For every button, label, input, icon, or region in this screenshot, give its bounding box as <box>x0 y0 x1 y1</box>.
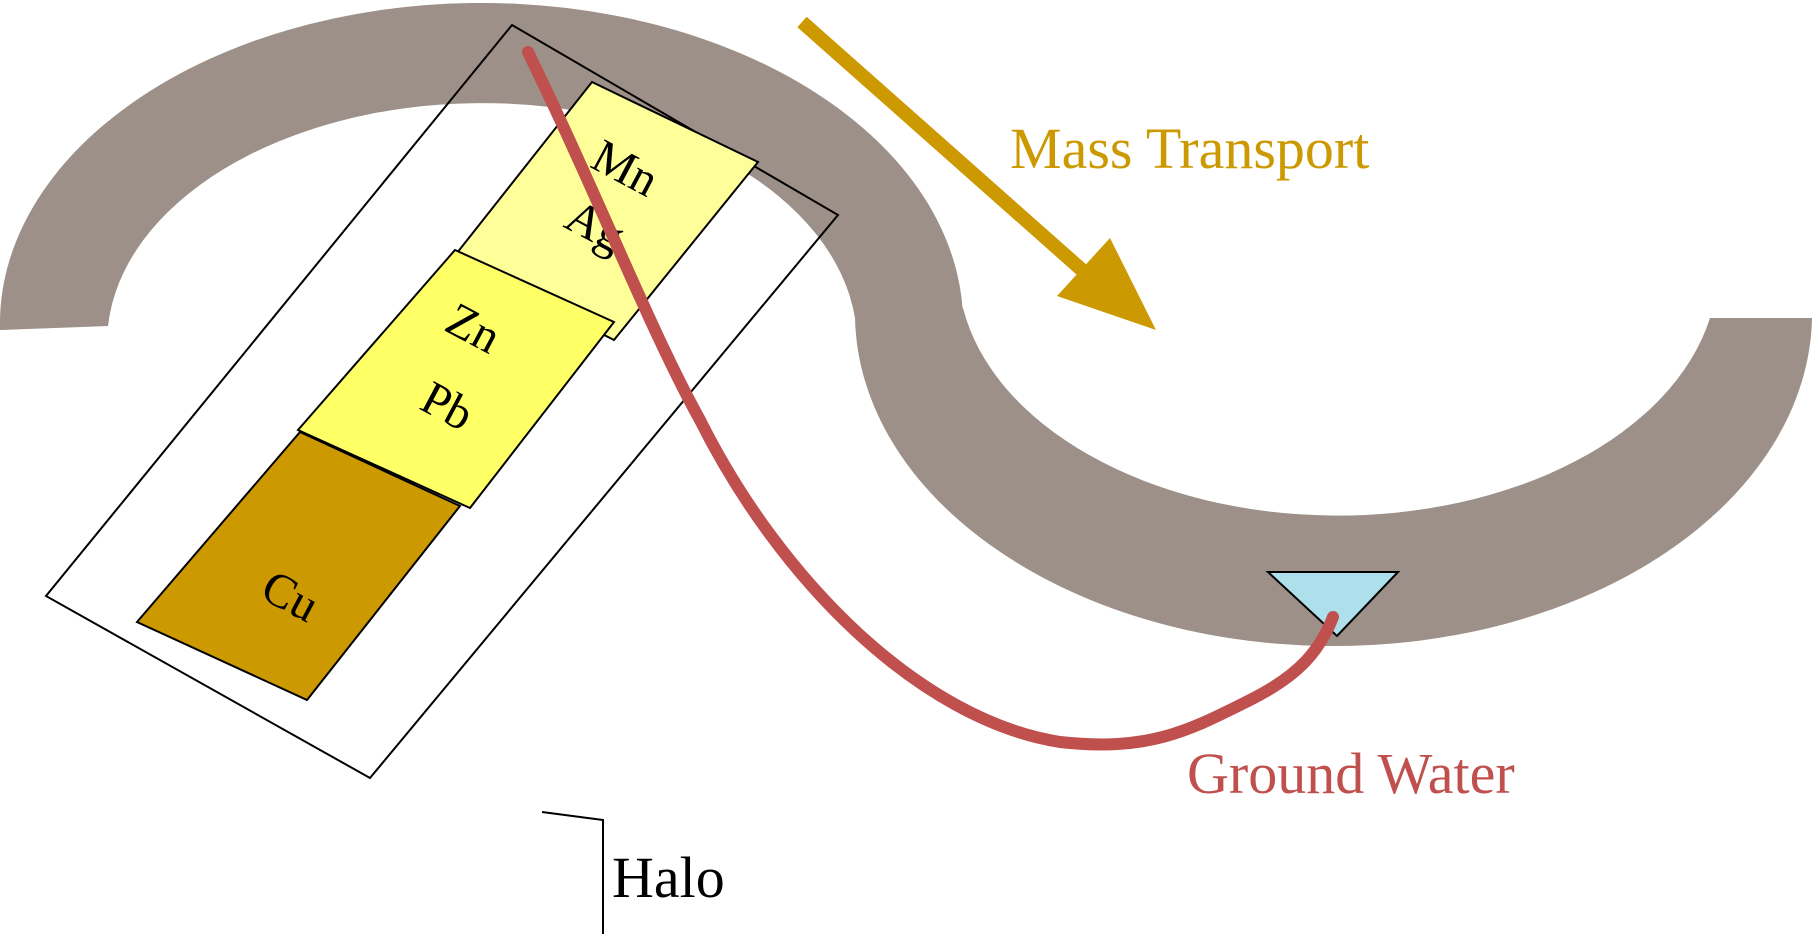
rock-layer <box>0 2 1812 647</box>
water-pool <box>1265 571 1401 638</box>
rock-band-left-arc <box>0 2 963 330</box>
rock-band-right-arc <box>854 308 1812 647</box>
ground-water-path <box>522 46 1339 751</box>
halo-label: Halo <box>612 845 725 910</box>
halo-bracket <box>541 811 604 934</box>
zone-cu <box>135 430 462 702</box>
mass-transport-arrow <box>797 16 1156 330</box>
mass-transport-label: Mass Transport <box>1010 116 1369 181</box>
ground-water-label: Ground Water <box>1187 741 1515 806</box>
zone-zn-pb <box>296 248 616 510</box>
